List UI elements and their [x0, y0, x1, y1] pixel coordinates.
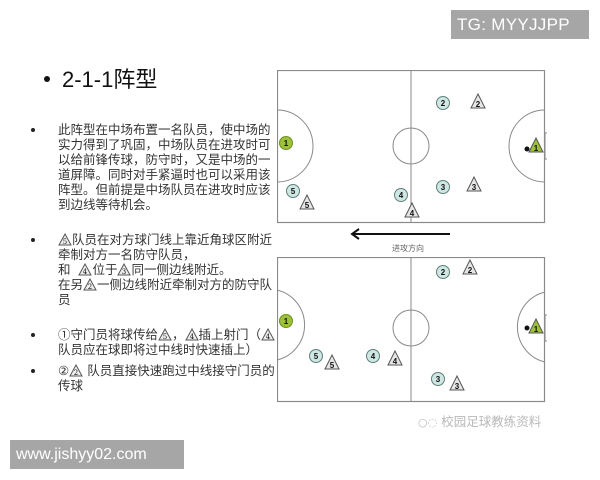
opponent-triangle-icon: 2 [462, 258, 478, 275]
svg-text:2: 2 [74, 369, 78, 377]
player-triangle-icon: 4 [261, 328, 275, 341]
futsal-field-bottom: 1 5 4 2 3 5 4 2 3 1 [277, 257, 547, 403]
svg-text:3: 3 [122, 268, 126, 276]
svg-text:2: 2 [468, 266, 473, 275]
attack-direction-label: 进攻方向 [392, 244, 424, 253]
bullet-text-part: 插上射门（ [198, 327, 262, 342]
goalkeeper-triangle-icon: 1 [528, 317, 544, 334]
player-triangle-icon: 3 [117, 263, 132, 276]
svg-text:4: 4 [371, 352, 376, 361]
wechat-icon: ○◌ [418, 416, 438, 429]
opponent-triangle-icon: 3 [466, 175, 482, 192]
bullet-text-part: ② [58, 363, 70, 378]
opponent-triangle-icon: 4 [387, 349, 403, 366]
svg-text:3: 3 [441, 183, 446, 192]
futsal-field-top: 1 5 4 2 3 5 4 2 3 1 [277, 70, 547, 224]
opponent-triangle-icon: 5 [324, 353, 340, 370]
svg-text:2: 2 [441, 99, 446, 108]
bullet-text-part: 队员直接快速跑过中线接守门员的传球 [58, 363, 275, 393]
player-circle-icon: 4 [394, 188, 408, 202]
svg-text:1: 1 [284, 317, 289, 326]
bullet-text-part: ， [172, 327, 185, 342]
bullet-text-part: 队员应在球即将过中线时快速插上） [58, 342, 259, 357]
player-triangle-icon: 5 [158, 328, 172, 341]
bullet-dot [31, 238, 35, 242]
slide-title-text: 2-1-1阵型 [62, 67, 158, 92]
opponent-triangle-icon: 4 [404, 201, 420, 218]
bullet-dot [31, 369, 35, 373]
bullet-dot [31, 128, 35, 132]
bullet-item-description: 此阵型在中场布置一名队员，使中场的实力得到了巩固，中场队员在进攻时可以给前锋传球… [30, 122, 280, 212]
svg-text:2: 2 [88, 283, 92, 291]
tg-watermark-badge: TG: MYYJJPP [451, 10, 589, 39]
svg-text:3: 3 [455, 382, 460, 391]
svg-text:4: 4 [83, 268, 88, 276]
svg-text:5: 5 [163, 333, 167, 341]
goalkeeper-circle-icon: 1 [279, 314, 293, 328]
player-markers-top: 1 5 4 2 3 5 4 2 3 1 [279, 92, 544, 218]
goalkeeper-triangle-icon: 1 [528, 136, 544, 153]
bullet-text-part: ①守门员将球传给 [58, 327, 159, 342]
player-triangle-icon: 2 [69, 364, 84, 377]
wechat-watermark: ○◌校园足球教练资料 [418, 411, 541, 430]
slide-title: 2-1-1阵型 [44, 62, 157, 94]
goalkeeper-circle-icon: 1 [279, 136, 293, 150]
bullet-dot [31, 333, 35, 337]
player-triangle-icon: 4 [78, 263, 93, 276]
bullet-text-part: 在另 [58, 277, 84, 292]
player-circle-icon: 2 [436, 96, 450, 110]
player-circle-icon: 3 [431, 372, 445, 386]
bullet-text-part: 位于 [92, 262, 118, 277]
svg-text:2: 2 [441, 268, 446, 277]
opponent-triangle-icon: 5 [299, 193, 315, 210]
title-bullet-dot [44, 76, 50, 83]
svg-text:4: 4 [399, 191, 404, 200]
svg-text:5: 5 [291, 187, 296, 196]
bullet-text: 此阵型在中场布置一名队员，使中场的实力得到了巩固，中场队员在进攻时可以给前锋传球… [58, 122, 271, 212]
watermark-text: 校园足球教练资料 [441, 414, 542, 429]
player-circle-icon: 5 [286, 184, 300, 198]
attack-direction-arrow [345, 226, 455, 256]
url-watermark-badge: www.jishyy02.com [10, 440, 184, 469]
bullet-text-part: 同一侧边线附近。 [131, 262, 232, 277]
svg-text:4: 4 [189, 333, 194, 341]
bullet-list: 此阵型在中场布置一名队员，使中场的实力得到了巩固，中场队员在进攻时可以给前锋传球… [30, 122, 280, 413]
player-circle-icon: 3 [436, 180, 450, 194]
svg-text:3: 3 [472, 183, 477, 192]
svg-text:5: 5 [330, 361, 335, 370]
player-triangle-icon: 4 [184, 328, 199, 341]
svg-text:5: 5 [305, 201, 310, 210]
bullet-text-part: 和 [58, 262, 71, 277]
player-circle-icon: 2 [436, 265, 450, 279]
svg-text:5: 5 [314, 352, 319, 361]
svg-text:2: 2 [476, 100, 481, 109]
bullet-text-part: 一侧边线附近牵制对方的防守队员 [58, 277, 273, 307]
svg-text:4: 4 [410, 209, 415, 218]
svg-text:1: 1 [284, 139, 289, 148]
player-circle-icon: 5 [309, 349, 323, 363]
svg-text:5: 5 [63, 238, 67, 246]
svg-text:4: 4 [266, 333, 271, 341]
svg-text:3: 3 [436, 375, 441, 384]
bullet-text-part: 队员在对方球门线上靠近角球区附近牵制对方一名防守队员， [58, 232, 273, 262]
svg-text:4: 4 [393, 357, 398, 366]
player-triangle-icon: 2 [83, 278, 97, 291]
opponent-triangle-icon: 3 [449, 374, 465, 391]
player-circle-icon: 4 [366, 349, 380, 363]
player-triangle-icon: 5 [58, 233, 72, 246]
svg-text:1: 1 [534, 144, 539, 153]
opponent-triangle-icon: 2 [470, 92, 486, 109]
player-markers-bottom: 1 5 4 2 3 5 4 2 3 1 [279, 258, 544, 391]
svg-text:1: 1 [534, 325, 539, 334]
